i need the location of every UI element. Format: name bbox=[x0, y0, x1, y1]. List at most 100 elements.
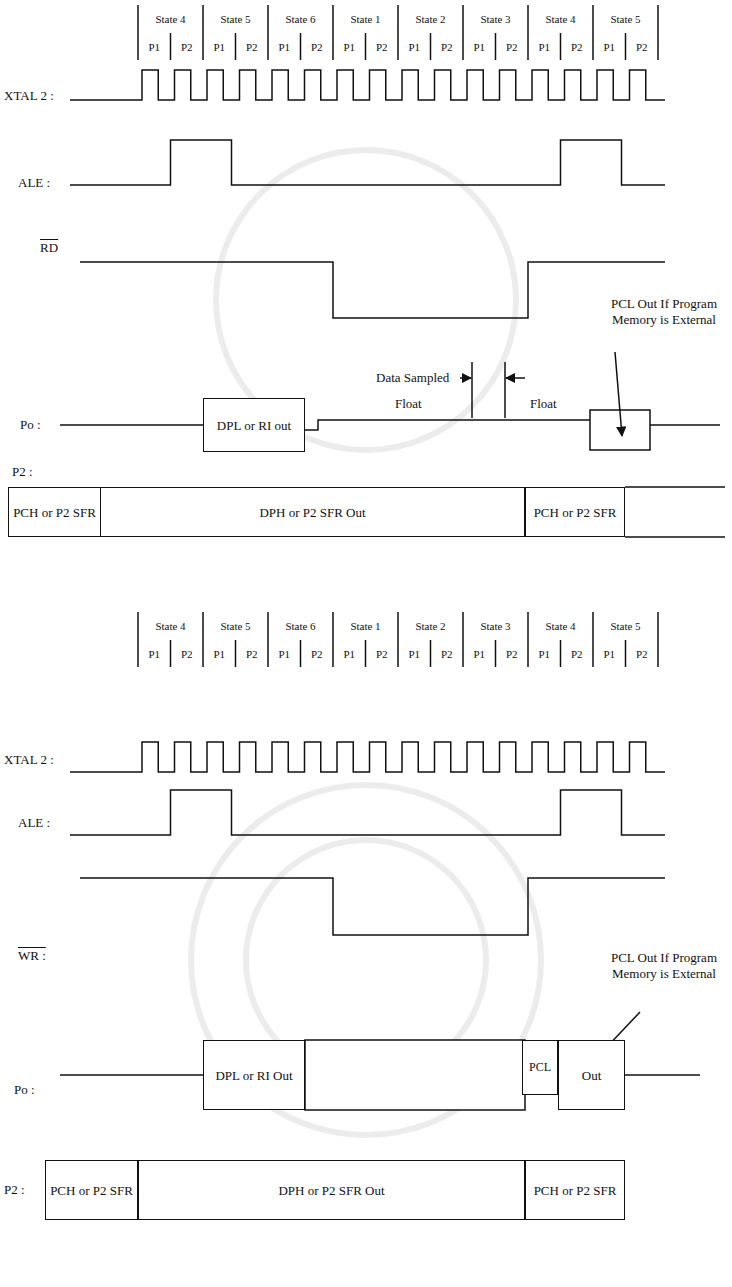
bus-segment-box: Out bbox=[558, 1040, 625, 1110]
state-phase-label: P2 bbox=[366, 646, 399, 662]
callout-note: PCL Out If Program Memory is External bbox=[600, 950, 728, 982]
bus-segment-box: PCH or P2 SFR bbox=[525, 487, 625, 537]
state-phase-label: State 1 bbox=[333, 618, 398, 634]
phase-divider bbox=[560, 33, 562, 60]
state-phase-label: P1 bbox=[398, 646, 431, 662]
state-phase-label: P1 bbox=[268, 39, 301, 55]
phase-divider bbox=[300, 33, 302, 60]
state-divider bbox=[592, 5, 594, 60]
clock-waveform bbox=[70, 742, 665, 772]
phase-divider bbox=[560, 640, 562, 667]
state-phase-label: P2 bbox=[496, 646, 529, 662]
state-phase-label: State 4 bbox=[138, 11, 203, 27]
callout-arrow bbox=[615, 352, 622, 436]
signal-label: ALE : bbox=[18, 815, 50, 831]
bus-line bbox=[650, 424, 720, 426]
state-phase-label: State 5 bbox=[203, 618, 268, 634]
bus-float-line bbox=[305, 420, 590, 430]
state-phase-label: State 5 bbox=[593, 11, 658, 27]
signal-label: Data Sampled bbox=[376, 370, 449, 386]
state-phase-label: P2 bbox=[366, 39, 399, 55]
state-phase-label: P1 bbox=[138, 39, 171, 55]
phase-divider bbox=[235, 33, 237, 60]
state-divider bbox=[267, 612, 269, 667]
signal-label: P2 : bbox=[12, 464, 33, 480]
phase-divider bbox=[430, 33, 432, 60]
clock-waveform bbox=[70, 70, 665, 100]
state-phase-label: P1 bbox=[528, 646, 561, 662]
state-divider bbox=[527, 612, 529, 667]
state-phase-label: P1 bbox=[398, 39, 431, 55]
state-phase-label: State 3 bbox=[463, 11, 528, 27]
phase-divider bbox=[430, 640, 432, 667]
phase-divider bbox=[365, 33, 367, 60]
signal-label: WR : bbox=[18, 948, 46, 964]
state-phase-label: State 5 bbox=[203, 11, 268, 27]
bus-value-text: PCH or P2 SFR bbox=[48, 1183, 135, 1198]
state-divider bbox=[137, 612, 139, 667]
state-phase-label: P2 bbox=[301, 646, 334, 662]
state-divider bbox=[397, 612, 399, 667]
bus-segment-box: PCH or P2 SFR bbox=[8, 487, 101, 537]
bus-edge-line bbox=[625, 486, 725, 488]
state-phase-label: State 5 bbox=[593, 618, 658, 634]
phase-divider bbox=[625, 640, 627, 667]
callout-note: PCL Out If Program Memory is External bbox=[600, 296, 728, 328]
state-divider bbox=[462, 5, 464, 60]
signal-label: Float bbox=[530, 396, 557, 412]
state-divider bbox=[657, 612, 659, 667]
ale-waveform bbox=[70, 140, 665, 185]
phase-divider bbox=[300, 640, 302, 667]
state-divider bbox=[332, 5, 334, 60]
state-phase-label: P2 bbox=[171, 39, 204, 55]
state-phase-label: P2 bbox=[171, 646, 204, 662]
state-divider bbox=[397, 5, 399, 60]
data-out-box bbox=[305, 1040, 525, 1110]
state-divider bbox=[137, 5, 139, 60]
bus-segment-box: DPL or RI out bbox=[203, 398, 305, 452]
state-divider bbox=[267, 5, 269, 60]
state-divider bbox=[592, 612, 594, 667]
sample-arrow bbox=[506, 377, 525, 379]
bus-value-text: PCL bbox=[527, 1060, 553, 1075]
strobe-waveform bbox=[80, 878, 665, 935]
state-phase-label: P2 bbox=[431, 646, 464, 662]
phase-divider bbox=[365, 640, 367, 667]
sample-tick bbox=[504, 362, 506, 418]
signal-label: Float bbox=[395, 396, 422, 412]
state-phase-label: P1 bbox=[593, 39, 626, 55]
bus-value-text: PCH or P2 SFR bbox=[532, 505, 619, 520]
bus-value-text: Out bbox=[580, 1068, 604, 1083]
state-phase-label: P2 bbox=[496, 39, 529, 55]
phase-divider bbox=[625, 33, 627, 60]
state-phase-label: State 4 bbox=[138, 618, 203, 634]
state-phase-label: P1 bbox=[463, 39, 496, 55]
state-phase-label: P1 bbox=[138, 646, 171, 662]
bus-line bbox=[60, 1074, 203, 1076]
state-divider bbox=[527, 5, 529, 60]
signal-label: XTAL 2 : bbox=[4, 752, 54, 768]
phase-divider bbox=[495, 640, 497, 667]
state-divider bbox=[657, 5, 659, 60]
signal-label: ALE : bbox=[18, 175, 50, 191]
bus-segment-box: DPH or P2 SFR Out bbox=[138, 1160, 525, 1220]
bus-value-text: DPL or RI out bbox=[215, 418, 293, 433]
state-phase-label: P1 bbox=[203, 39, 236, 55]
strobe-waveform bbox=[80, 262, 665, 318]
bus-segment-box: PCL bbox=[522, 1040, 558, 1095]
watermark-seal bbox=[191, 785, 541, 1135]
state-phase-label: State 6 bbox=[268, 618, 333, 634]
phase-divider bbox=[170, 33, 172, 60]
state-phase-label: State 3 bbox=[463, 618, 528, 634]
bus-line bbox=[60, 424, 203, 426]
state-phase-label: State 4 bbox=[528, 11, 593, 27]
bus-value-text: DPL or RI Out bbox=[213, 1068, 294, 1083]
bus-segment-box: DPH or P2 SFR Out bbox=[100, 487, 525, 537]
phase-divider bbox=[235, 640, 237, 667]
ale-waveform bbox=[70, 790, 665, 835]
state-phase-label: P1 bbox=[333, 39, 366, 55]
signal-label: Po : bbox=[14, 1082, 35, 1098]
state-phase-label: P1 bbox=[593, 646, 626, 662]
bus-edge-line bbox=[625, 536, 725, 538]
sample-arrow bbox=[460, 377, 471, 379]
